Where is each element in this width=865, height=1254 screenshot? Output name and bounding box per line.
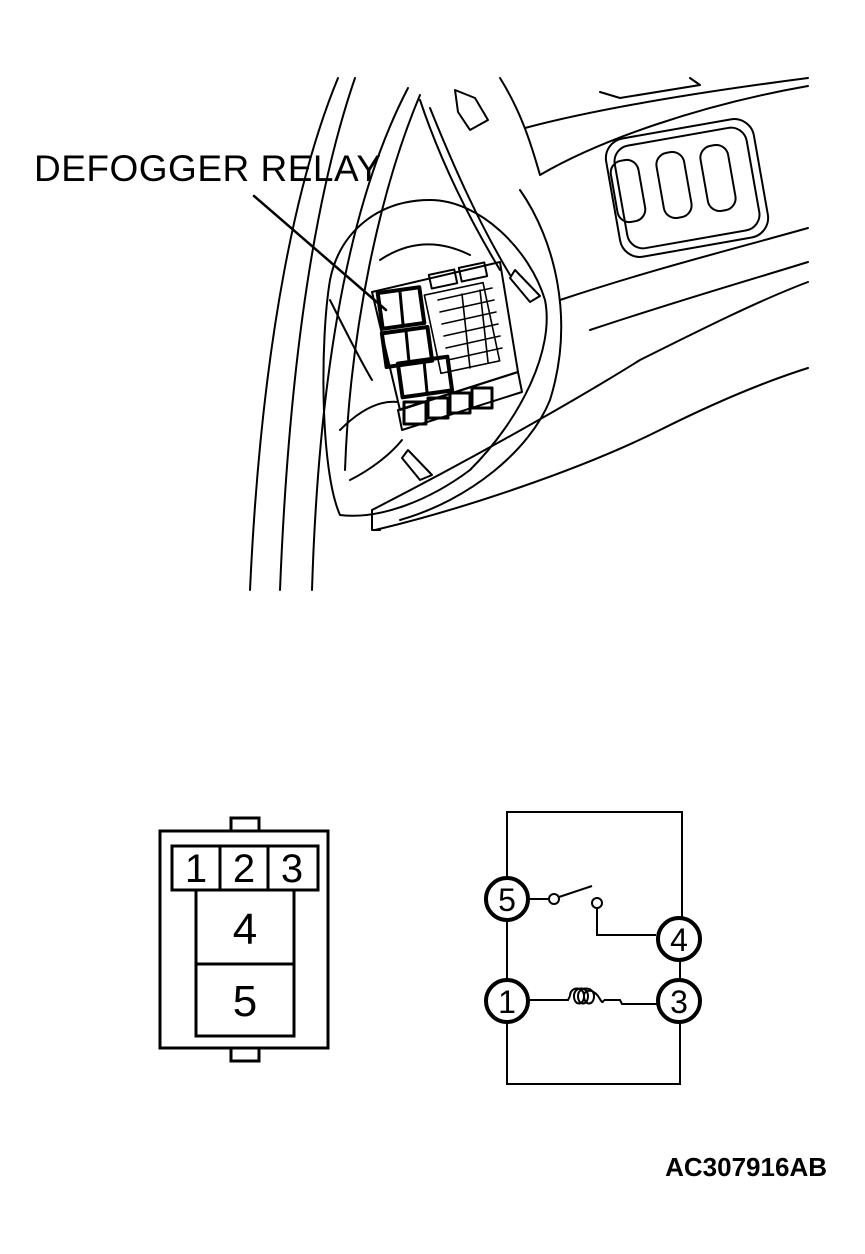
pin-label-5: 5: [233, 977, 257, 1026]
bracket-bottom: [401, 449, 433, 481]
pillar-edge-line: [344, 94, 421, 471]
defogger-relay: [375, 285, 427, 331]
wire-1: [419, 99, 501, 271]
vent-panel: [604, 118, 770, 258]
wire-coil-to-3: [604, 999, 658, 1005]
wire-6: [349, 439, 403, 481]
terminal-3: 3: [656, 978, 702, 1024]
terminal-label-1: 1: [498, 984, 516, 1020]
pin-label-4: 4: [233, 905, 257, 954]
relay-box-lower: [397, 371, 523, 431]
vent-panel-inner: [613, 126, 761, 250]
small-relay-top: [427, 268, 459, 290]
relay-connector-diagram: 1 2 3 4 5: [158, 816, 330, 1063]
switch-contact-right: [591, 897, 603, 909]
switch-contact-left: [548, 893, 560, 905]
wire-4: [329, 299, 373, 381]
figure-code: AC307916AB: [665, 1152, 827, 1182]
vent-slot-3: [699, 143, 737, 213]
dashboard-illustration: [249, 77, 809, 591]
dash-cover-edge: [371, 281, 809, 511]
switch-blade: [558, 885, 593, 898]
bracket-side: [509, 269, 541, 303]
bottom-fuse-row: [402, 386, 494, 426]
wire-2: [429, 107, 511, 276]
pin-label-1: 1: [185, 847, 207, 891]
terminal-1: 1: [484, 978, 530, 1024]
relay-schematic: 5 4 1 3: [484, 811, 702, 1085]
terminal-label-4: 4: [670, 922, 688, 958]
dash-cover-lip: [371, 509, 381, 531]
dash-lid-contour: [599, 77, 701, 99]
callout-label: DEFOGGER RELAY: [34, 148, 382, 189]
wire-5: [339, 400, 399, 431]
terminal-label-3: 3: [670, 984, 688, 1020]
wire-3: [379, 243, 471, 261]
relay-2-divider: [404, 329, 411, 364]
small-relay-top-2: [457, 261, 489, 283]
fuse-grid: [423, 281, 503, 375]
coil-winding: [569, 987, 605, 1005]
wire-left-bottom: [506, 1022, 681, 1085]
pin-label-3: 3: [281, 847, 303, 891]
cavity-outline: [322, 199, 548, 517]
wire-left-top: [506, 811, 683, 920]
dash-mid-contour: [524, 77, 809, 129]
pillar-outer-line: [249, 77, 339, 591]
pin-label-2: 2: [233, 847, 255, 891]
connector-tab-top: [229, 816, 261, 833]
pin-5-cell: [194, 962, 296, 1038]
dash-top-contour: [499, 77, 809, 176]
dash-lower-contour: [559, 227, 809, 301]
defogger-relay-divider: [398, 290, 405, 326]
wire-contact-to-4: [596, 908, 656, 936]
bracket-top: [454, 89, 489, 131]
terminal-4: 4: [656, 916, 702, 962]
wire-1-to-coil: [528, 995, 571, 1001]
terminal-label-5: 5: [498, 882, 516, 918]
dash-bottom-contour: [589, 261, 809, 331]
vent-slot-2: [655, 150, 693, 220]
callout-leader-line: [252, 194, 388, 312]
relay-3-divider: [422, 359, 429, 394]
dash-cover-edge-2: [374, 367, 809, 531]
connector-tab-bottom: [229, 1046, 261, 1063]
terminal-5: 5: [484, 876, 530, 922]
cavity-rim: [399, 189, 563, 521]
pillar-middle-line: [279, 77, 356, 591]
vent-slot-1: [609, 158, 647, 224]
relay-3: [395, 354, 455, 400]
